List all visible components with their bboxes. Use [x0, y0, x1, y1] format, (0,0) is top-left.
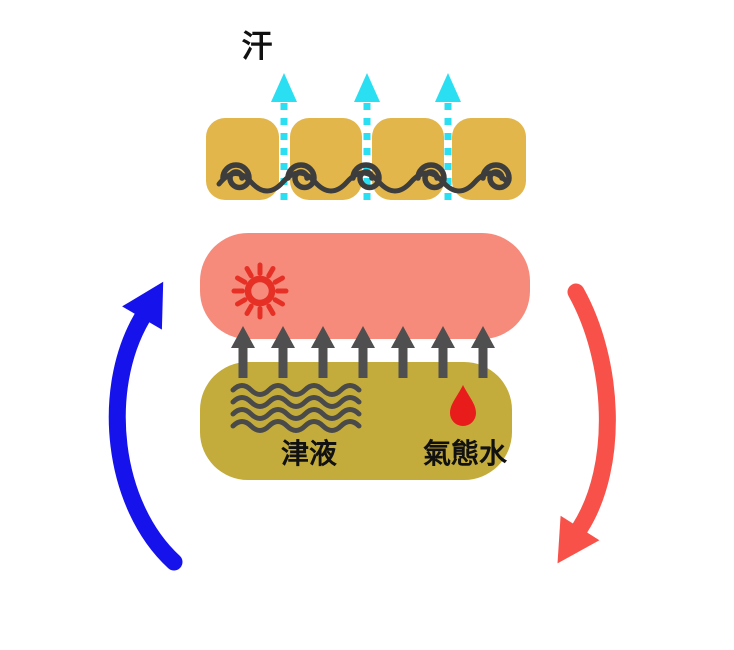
sweat-label: 汗 — [242, 29, 273, 64]
skin-segment — [452, 118, 526, 200]
pore-scroll-pattern — [216, 165, 509, 194]
ascending-arrow-head — [122, 281, 164, 330]
pathogen-spikes — [231, 262, 289, 320]
ascending-arrow-shaft — [108, 309, 183, 571]
pathogen-icon — [231, 262, 289, 320]
descending-arrow-shaft — [567, 283, 616, 537]
body-fluid-label: 津液 — [281, 438, 337, 470]
fluid-wave — [230, 419, 362, 433]
flesh-layer — [200, 233, 530, 339]
fluid-wave — [230, 407, 362, 421]
droplet-icon — [450, 385, 476, 426]
ascending-cycle-arrow — [108, 281, 183, 571]
fluid-wave — [230, 395, 362, 409]
gaseous-water-label: 氣態水 — [423, 437, 508, 470]
fluid-wave — [230, 383, 362, 397]
descending-arrow-head — [557, 515, 600, 564]
descending-cycle-arrow — [557, 283, 616, 564]
pathogen-ring — [244, 275, 276, 307]
fluid-waves-icon — [230, 383, 362, 433]
